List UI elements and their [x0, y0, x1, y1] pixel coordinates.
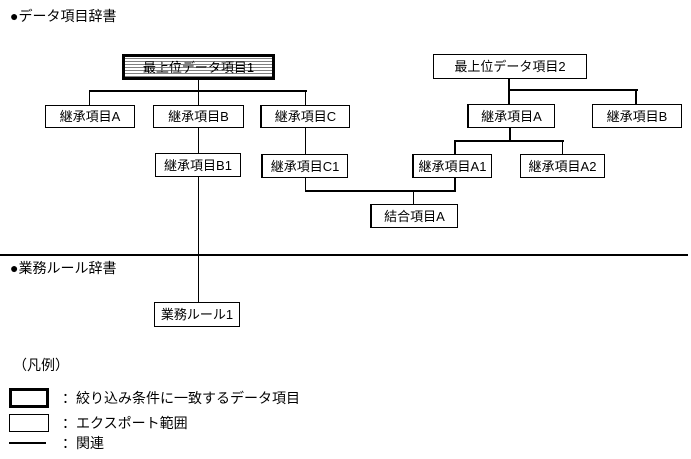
- connector-join-to-join-item: [413, 192, 414, 204]
- connector-c1-to-join: [305, 178, 306, 191]
- legend-label-filter-match: ：絞り込み条件に一致するデータ項目: [62, 390, 300, 406]
- node-inherit-item-a1: 継承項目A1: [412, 154, 492, 178]
- connector-join-horizontal: [305, 190, 456, 192]
- connector-to-a2: [562, 142, 563, 154]
- node-top-data-item-1: 最上位データ項目1: [122, 54, 275, 80]
- node-inherit-item-c-left: 継承項目C: [260, 105, 350, 128]
- node-inherit-item-b-left: 継承項目B: [153, 105, 244, 128]
- section-header-business-rule-dictionary: ●業務ルール辞書: [10, 260, 117, 276]
- connector-top1-down: [198, 80, 199, 91]
- connector-c-to-c1: [305, 128, 306, 154]
- node-business-rule-1: 業務ルール1: [154, 302, 240, 327]
- connector-branch-right: [508, 89, 638, 91]
- node-inherit-item-a-right: 継承項目A: [467, 104, 555, 128]
- node-join-item-a: 結合項目A: [370, 204, 458, 228]
- connector-to-inherit-b-left: [198, 92, 199, 105]
- connector-b-to-b1: [198, 128, 199, 153]
- legend-title: （凡例）: [13, 357, 69, 373]
- connector-a-right-down: [509, 128, 511, 142]
- legend-relation-line-symbol: [9, 442, 46, 444]
- legend-label-export-range: ：エクスポート範囲: [62, 415, 188, 431]
- node-top-data-item-2: 最上位データ項目2: [433, 54, 587, 79]
- node-inherit-item-a2: 継承項目A2: [520, 154, 605, 178]
- node-inherit-item-b-right: 継承項目B: [592, 104, 682, 128]
- section-header-data-item-dictionary: ●データ項目辞書: [10, 8, 117, 24]
- connector-to-a1: [454, 142, 456, 154]
- connector-to-inherit-c-left: [305, 92, 306, 105]
- legend-label-relation: ：関連: [62, 435, 104, 451]
- legend-dotted-fill-box-symbol: [9, 414, 49, 432]
- connector-a1-to-join: [454, 178, 456, 191]
- connector-branch-left: [89, 90, 307, 92]
- node-inherit-item-a-left: 継承項目A: [45, 105, 135, 128]
- connector-to-inherit-a-right: [508, 91, 510, 104]
- section-divider: [0, 254, 688, 256]
- connector-branch-a-children: [454, 140, 564, 142]
- node-inherit-item-c1: 継承項目C1: [261, 154, 348, 178]
- connector-b1-to-business-rule: [198, 177, 199, 302]
- connector-to-inherit-a-left: [89, 92, 90, 105]
- node-inherit-item-b1: 継承項目B1: [155, 153, 241, 177]
- legend-thick-border-box-symbol: [9, 388, 49, 408]
- connector-top2-down: [508, 79, 510, 91]
- connector-to-inherit-b-right: [635, 91, 637, 104]
